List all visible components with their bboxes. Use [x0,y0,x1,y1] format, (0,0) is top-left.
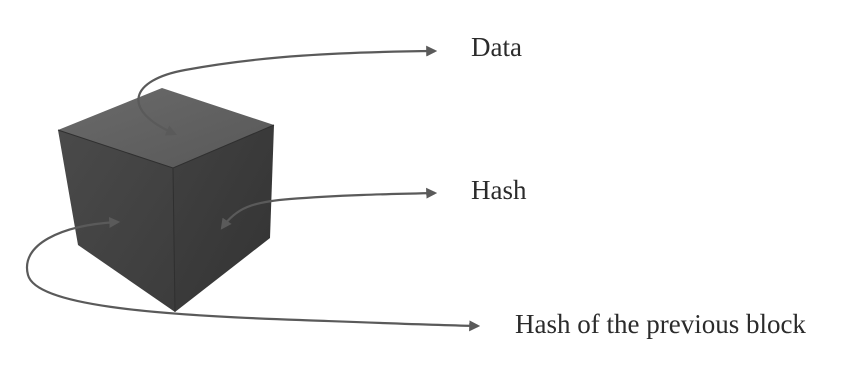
cube-icon [57,88,275,313]
data-label: Data [471,32,522,62]
hash-arrow [220,187,438,230]
data-arrow [137,45,438,136]
previous-hash-label: Hash of the previous block [515,309,806,339]
hash-label: Hash [471,175,527,205]
previous-hash-arrow [25,216,481,332]
